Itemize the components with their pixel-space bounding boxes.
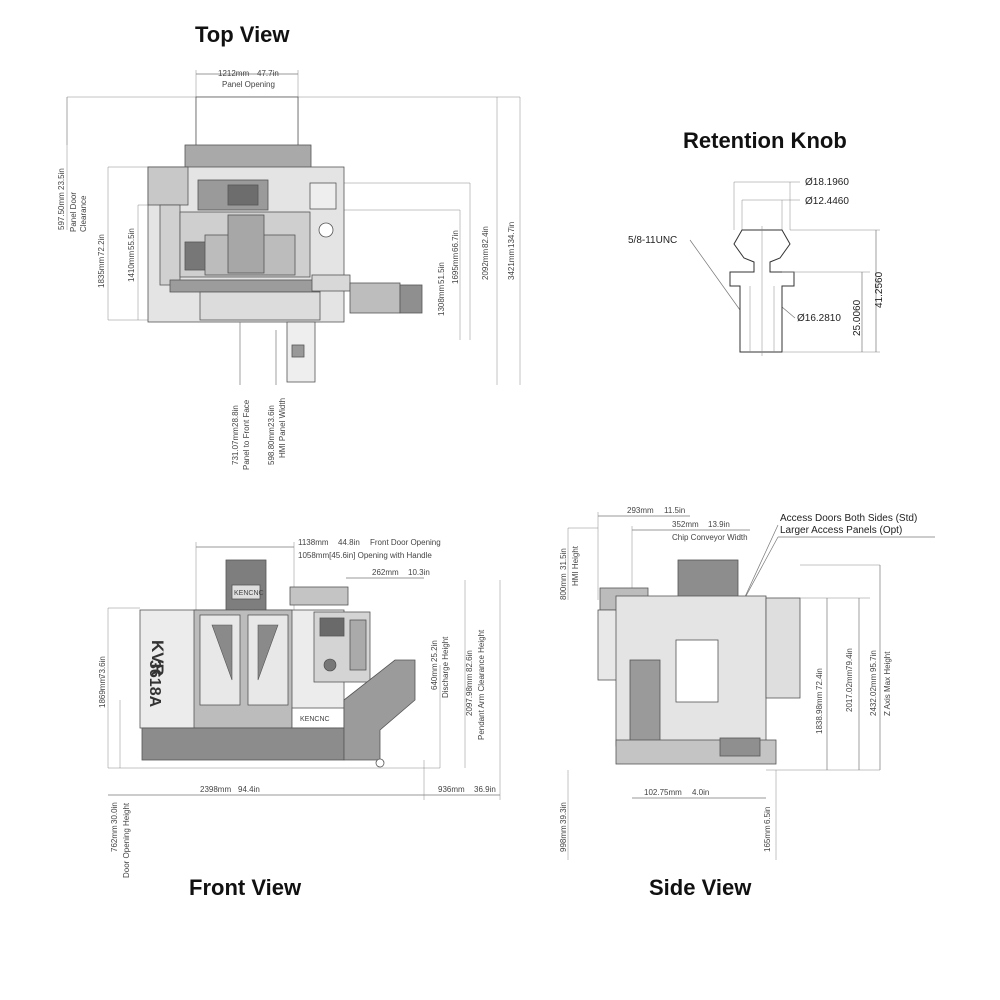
d1308-in: 51.5in: [437, 262, 446, 284]
hmi-height-label: HMI Height: [571, 545, 580, 586]
door-clearance-label-2: Clearance: [79, 195, 88, 232]
pendant-mm: 2097.98mm: [465, 673, 474, 716]
d1835-in: 72.2in: [97, 234, 106, 256]
d165-mm: 165mm: [763, 825, 772, 852]
front-door-mm: 1138mm: [298, 538, 329, 547]
side-view-title: Side View: [649, 875, 752, 900]
door-clearance-label-1: Panel Door: [69, 192, 78, 232]
hmi-width-mm: 598.80mm: [267, 427, 276, 465]
zaxis-mm: 2432.02mm: [869, 673, 878, 716]
d2017-in: 79.4in: [845, 648, 854, 670]
access-label-1: Access Doors Both Sides (Std): [780, 513, 917, 524]
discharge-mm: 640mm: [430, 663, 439, 690]
pendant-label: Pendant Arm Clearance Height: [477, 629, 486, 740]
knob-len1: 25.0060: [852, 299, 863, 336]
knob-d1: Ø18.1960: [805, 177, 849, 188]
d3421-mm: 3421mm: [507, 249, 516, 280]
zaxis-label: Z Axis Max Height: [883, 651, 892, 716]
panel-front-label: Panel to Front Face: [242, 399, 251, 470]
d1838-mm: 1838.98mm: [815, 691, 824, 734]
hmi-width-in: 23.6in: [267, 405, 276, 427]
brand-kvr: KVR: [148, 640, 167, 676]
d2092-in: 82.4in: [481, 226, 490, 248]
front-handle-text: 1058mm[45.6in] Opening with Handle: [298, 551, 432, 560]
door-clearance-in: 23.5in: [57, 168, 66, 190]
front-view-title: Front View: [189, 875, 302, 900]
d2017-mm: 2017.02mm: [845, 669, 854, 712]
door-open-label: Door Opening Height: [122, 802, 131, 878]
d1410-in: 55.5in: [127, 228, 136, 250]
front-door-in: 44.8in: [338, 538, 360, 547]
d998-mm: 998mm: [559, 825, 568, 852]
panel-front-in: 28.8in: [231, 405, 240, 427]
d1869-in: 73.6in: [98, 656, 107, 678]
knob-thread: 5/8-11UNC: [628, 235, 677, 246]
spindle-logo: KENCNC: [234, 590, 264, 597]
panel-opening-in: 47.7in: [257, 69, 279, 78]
d1838-in: 72.4in: [815, 668, 824, 690]
front-door-label: Front Door Opening: [370, 538, 441, 547]
panel-opening-mm: 1212mm: [218, 69, 249, 78]
discharge-in: 25.2in: [430, 640, 439, 662]
d998-in: 39.3in: [559, 802, 568, 824]
d102-mm: 102.75mm: [644, 788, 682, 797]
kencnc-logo: KENCNC: [300, 716, 330, 723]
door-open-mm: 762mm: [110, 825, 119, 852]
zaxis-in: 95.7in: [869, 650, 878, 672]
discharge-label: Discharge Height: [441, 636, 450, 698]
front-view: 1138mm 44.8in Front Door Opening 1058mm[…: [98, 538, 501, 878]
hmi-height-mm: 800mm: [559, 573, 568, 600]
d262-mm: 262mm: [372, 568, 399, 577]
retention-knob-drawing: Ø18.1960 Ø12.4460 5/8-11UNC Ø16.2810 25.…: [628, 177, 885, 356]
d1695-mm: 1695mm: [451, 253, 460, 284]
d262-in: 10.3in: [408, 568, 430, 577]
knob-len2: 41.2560: [874, 271, 885, 308]
d2398-in: 94.4in: [238, 785, 260, 794]
d2398-mm: 2398mm: [200, 785, 231, 794]
d1410-mm: 1410mm: [127, 251, 136, 282]
knob-d2: Ø12.4460: [805, 196, 849, 207]
d102-in: 4.0in: [692, 788, 709, 797]
top-view-title: Top View: [195, 22, 290, 47]
d1835-mm: 1835mm: [97, 257, 106, 288]
hmi-width-label: HMI Panel Width: [278, 398, 287, 458]
d352-mm: 352mm: [672, 520, 699, 529]
knob-d3: Ø16.2810: [797, 313, 841, 324]
brand-model: 3618A: [146, 660, 163, 708]
d165-in: 6.5in: [763, 807, 772, 824]
pendant-in: 82.6in: [465, 650, 474, 672]
top-view: 1212mm 47.7in Panel Opening: [57, 69, 521, 470]
d293-in: 11.5in: [664, 506, 685, 515]
access-label-2: Larger Access Panels (Opt): [780, 525, 902, 536]
d2092-mm: 2092mm: [481, 249, 490, 280]
d3421-in: 134.7in: [507, 222, 516, 248]
d936-in: 36.9in: [474, 785, 496, 794]
d1869-mm: 1869mm: [98, 677, 107, 708]
door-open-in: 30.0in: [110, 802, 119, 824]
d1308-mm: 1308mm: [437, 285, 446, 316]
d293-mm: 293mm: [627, 506, 654, 515]
hmi-height-in: 31.5in: [559, 548, 568, 570]
door-clearance-mm: 597.50mm: [57, 192, 66, 230]
conveyor-label: Chip Conveyor Width: [672, 533, 748, 542]
d936-mm: 936mm: [438, 785, 465, 794]
d352-in: 13.9in: [708, 520, 730, 529]
panel-opening-label: Panel Opening: [222, 80, 275, 89]
panel-front-mm: 731.07mm: [231, 427, 240, 465]
side-view: 293mm 11.5in 352mm 13.9in Chip Conveyor …: [559, 506, 935, 860]
d1695-in: 66.7in: [451, 230, 460, 252]
retention-knob-title: Retention Knob: [683, 128, 847, 153]
